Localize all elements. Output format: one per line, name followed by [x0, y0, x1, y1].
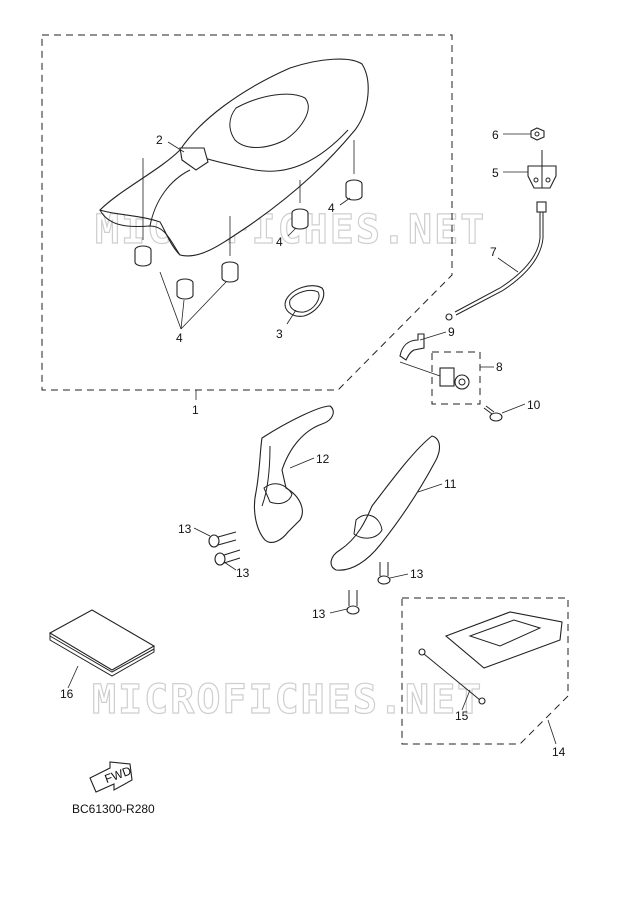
nut-part [530, 127, 545, 141]
damper-4 [291, 208, 309, 230]
screw-13-b [214, 549, 241, 566]
damper-parts [134, 140, 363, 300]
lock-stay-part [527, 150, 557, 189]
callout-16: 16 [60, 687, 74, 701]
side-cover-12-part [253, 405, 334, 543]
damper-1 [134, 245, 152, 267]
callout-7: 7 [490, 245, 497, 259]
callout-13-a: 13 [178, 522, 192, 536]
damper-5 [345, 179, 363, 201]
helmet-cable-part [418, 648, 486, 705]
callout-13-c: 13 [410, 567, 424, 581]
callout-14: 14 [552, 745, 566, 759]
callout-4-b: 4 [276, 235, 283, 249]
callout-8: 8 [496, 360, 503, 374]
seat-lock-box [431, 351, 494, 405]
seat-assembly-group-box [41, 34, 453, 391]
callout-2: 2 [156, 133, 163, 147]
band-part [284, 285, 325, 317]
tool-kit-box [401, 597, 569, 745]
side-cover-11-part [330, 435, 441, 571]
callout-4-c: 4 [328, 201, 335, 215]
forward-arrow-icon: FWD [89, 761, 133, 793]
screw-parts-13 [208, 531, 391, 615]
damper-3 [221, 261, 239, 283]
callout-labels: 1 2 3 4 4 4 5 6 7 8 9 10 11 12 13 13 13 … [60, 128, 566, 759]
callout-12: 12 [316, 452, 330, 466]
screw-13-c [377, 562, 391, 585]
callout-6: 6 [492, 128, 499, 142]
callout-4-a: 4 [176, 331, 183, 345]
callout-9: 9 [448, 325, 455, 339]
callout-10: 10 [527, 398, 541, 412]
screw-13-a [208, 531, 237, 548]
callout-1: 1 [192, 403, 199, 417]
callout-11: 11 [444, 477, 457, 491]
owners-manual-part [48, 609, 156, 677]
damper-2 [176, 278, 194, 300]
watermark-bottom: MICROFICHES.NET [92, 677, 483, 723]
callout-13-b: 13 [236, 566, 250, 580]
callout-15: 15 [455, 709, 469, 723]
bracket-part [399, 333, 425, 361]
leader-lines [67, 133, 557, 745]
seat-flap-part [179, 147, 209, 171]
seat-lock-cable-part [445, 201, 547, 321]
seat-lock-part [399, 361, 470, 390]
callout-5: 5 [492, 166, 499, 180]
reference-code: BC61300-R280 [72, 802, 155, 816]
seat-part [98, 58, 369, 257]
tool-bag-part [444, 611, 563, 669]
callout-3: 3 [276, 327, 283, 341]
screw-part-10 [483, 405, 503, 422]
screw-13-d [346, 590, 360, 615]
callout-13-d: 13 [312, 607, 326, 621]
